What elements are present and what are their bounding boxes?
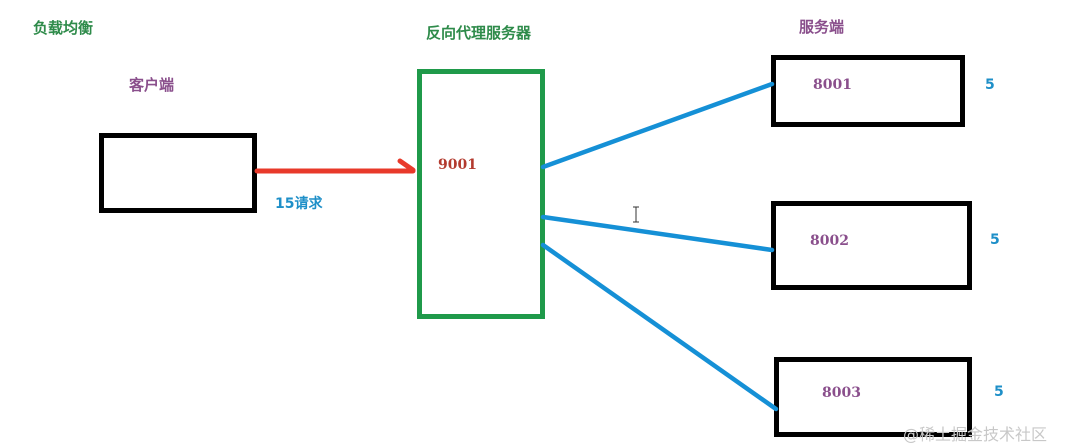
server-box-8001 xyxy=(771,55,965,127)
server-box-8003 xyxy=(774,357,972,437)
watermark: @稀土掘金技术社区 xyxy=(903,425,1048,444)
client-box xyxy=(99,133,257,213)
diagram-title: 负载均衡 xyxy=(33,19,94,37)
link-proxy-8001 xyxy=(540,81,775,170)
server-count-8002: 5 xyxy=(990,232,1000,248)
servers-label: 服务端 xyxy=(799,18,845,36)
link-proxy-8003 xyxy=(540,242,779,412)
server-port-8002: 8002 xyxy=(810,233,849,249)
server-port-8003: 8003 xyxy=(822,385,861,401)
server-count-8001: 5 xyxy=(985,77,995,93)
tick-mark xyxy=(857,202,862,206)
proxy-label: 反向代理服务器 xyxy=(426,24,532,42)
link-proxy-8002 xyxy=(540,214,775,253)
client-label: 客户端 xyxy=(129,76,175,94)
requests-label: 15请求 xyxy=(275,196,323,212)
server-count-8003: 5 xyxy=(994,384,1004,400)
proxy-port: 9001 xyxy=(438,157,477,173)
text-cursor-icon xyxy=(633,206,639,223)
server-box-8002 xyxy=(771,201,972,290)
request-arrow xyxy=(254,158,416,174)
server-port-8001: 8001 xyxy=(813,77,852,93)
proxy-box xyxy=(417,69,545,319)
